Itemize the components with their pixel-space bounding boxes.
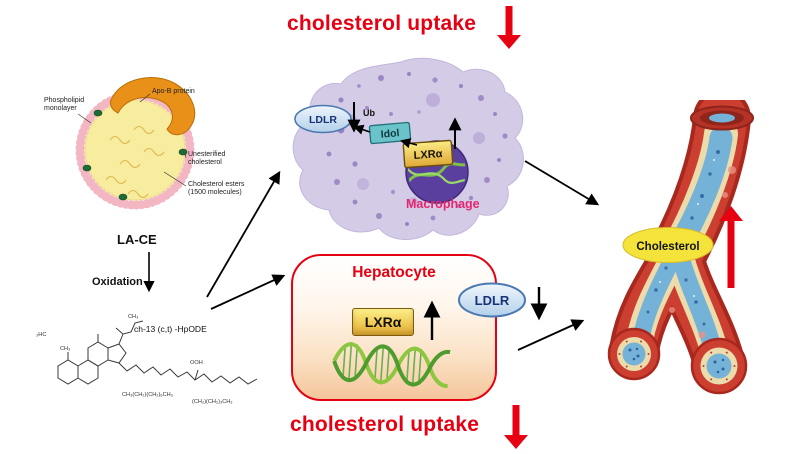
ldl-particle-illustration: Apo-B protein Phospholipid monolayer Une… [44, 77, 245, 210]
idol-to-ldlr-arrow [353, 124, 371, 135]
macrophage-ldlr-label: LDLR [309, 114, 337, 126]
la-ce-label: LA-CE [117, 232, 157, 247]
fatty-acid-chain [118, 362, 258, 385]
vessel-highlights [669, 166, 736, 339]
chain-formula-left: CH₃(CH₂)(CH₂)₆CH₃ [122, 392, 173, 398]
cholesterol-up-arrow [719, 206, 743, 288]
dna-strand-dark [332, 344, 451, 387]
hepatocyte-lxra-box: LXRα [352, 308, 414, 336]
hpode-product-label: ch-13 (c,t) -HpODE [134, 324, 207, 334]
hpode-structure: ₃HC CH₃ CH₃ OOH CH₃(CH₂)(CH₂)₆CH₃ (CH₂)(… [36, 314, 258, 405]
macrophage-lxra-label: LXRα [413, 148, 443, 162]
idol-label: Idol [380, 127, 400, 141]
hepatocyte-dna-helix [332, 342, 451, 389]
uptake-down-arrow-top [497, 6, 521, 49]
title-bottom: cholesterol uptake [290, 413, 480, 436]
apob-protein-label: Apo-B protein [152, 88, 195, 95]
cholesterol-label: Cholesterol [636, 241, 699, 253]
title-top: cholesterol uptake [287, 12, 477, 35]
arrow-hepatocyte-to-vessel [517, 319, 585, 351]
unesterified-cholesterol-label-2: cholesterol [188, 159, 222, 166]
cholesterol-esters-label-2: (1500 molecules) [188, 189, 242, 196]
macrophage-ldlr-receptor: LDLR [294, 104, 352, 134]
oxidation-label: Oxidation [92, 276, 143, 288]
hepatocyte-ldlr-receptor: LDLR [458, 282, 526, 318]
vessel-cross-section-left [607, 327, 661, 381]
cholesterol-esters-label-1: Cholesterol esters [188, 181, 245, 188]
vessel-top-opening [690, 105, 754, 131]
apob-protein-blob [109, 77, 196, 136]
ldl-label-pointer-lines [77, 93, 187, 187]
macrophage-label: Macrophage [406, 197, 480, 211]
macrophage-lxra-box: LXRα [402, 139, 454, 169]
idol-box: Idol [368, 121, 412, 145]
unesterified-cholesterol-label-1: Unesterified [188, 151, 225, 158]
vessel-cross-section-right [690, 337, 748, 395]
dna-rungs [342, 342, 422, 387]
blood-vessel-illustration: Cholesterol [607, 100, 754, 395]
lxra-to-idol-arrow [399, 138, 418, 149]
hepatocyte-ldlr-label: LDLR [475, 293, 510, 308]
cholesterol-badge: Cholesterol [622, 227, 714, 263]
macrophage-cell: LDLR Idol LXRα Ub [292, 57, 524, 241]
steroid-rings [57, 320, 144, 385]
ch3-label-b: CH₃ [128, 314, 138, 320]
ooh-label: OOH [190, 360, 203, 366]
phospholipid-monolayer-label-2: monolayer [44, 105, 77, 112]
phospholipid-monolayer-label-1: Phospholipid [44, 97, 84, 104]
ch3-label-a: CH₃ [60, 346, 70, 352]
nucleus-dna-helix [408, 160, 466, 184]
uptake-down-arrow-bottom [504, 405, 528, 449]
cholesterol-ester-squiggles [105, 125, 165, 199]
ub-label: Ub [363, 108, 375, 118]
unesterified-cholesterol-dots [82, 109, 188, 201]
h3c-label: ₃HC [36, 332, 46, 338]
hepatocyte-label: Hepatocyte [352, 264, 436, 281]
hepatocyte-lxra-label: LXRα [364, 314, 402, 330]
chain-formula-right: (CH₂)(CH₂)₃CH₃ [192, 399, 233, 405]
